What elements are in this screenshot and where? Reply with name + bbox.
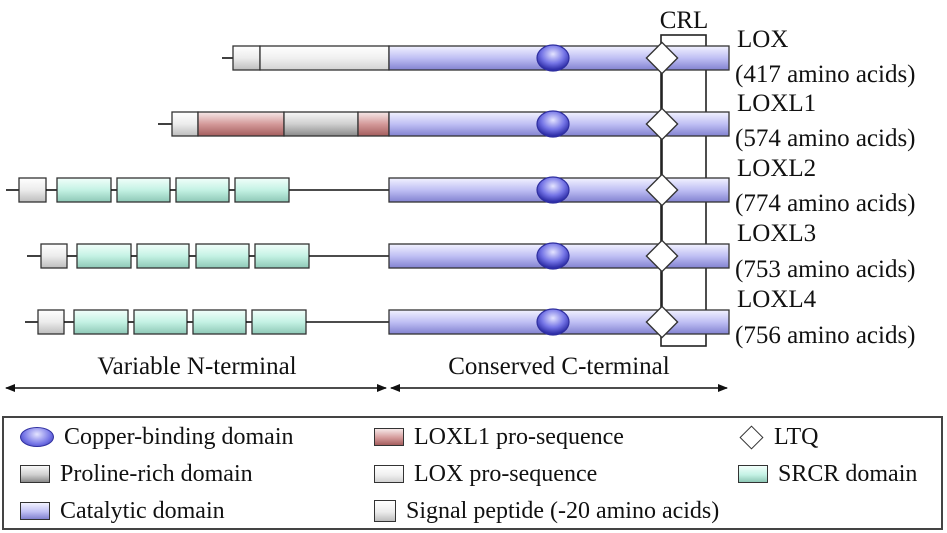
signal-peptide: [18, 177, 47, 203]
srcr-domain: [56, 177, 112, 203]
srcr-domain: [251, 309, 307, 335]
variable-n-terminal-label: Variable N-terminal: [97, 353, 296, 380]
legend-item-loxl1-pro: LOXL1 pro-sequence: [374, 423, 624, 451]
protein-name: LOXL3: [737, 220, 816, 247]
signal-peptide: [232, 45, 261, 71]
legend-item-proline: Proline-rich domain: [20, 460, 253, 488]
ltq-diamond: [645, 107, 679, 141]
ltq-diamond: [645, 173, 679, 207]
protein-length: (774 amino acids): [735, 190, 916, 217]
srcr-domain: [192, 309, 247, 335]
signal-peptide: [37, 309, 65, 335]
legend-item-copper: Copper-binding domain: [20, 423, 294, 451]
legend-label: SRCR domain: [778, 460, 918, 487]
crl-label: CRL: [660, 7, 709, 34]
srcr-domain: [136, 243, 190, 269]
srcr-domain-icon: [738, 465, 768, 483]
legend-item-lox-pro: LOX pro-sequence: [374, 460, 597, 488]
proline-rich-icon: [20, 465, 50, 483]
legend-label: LTQ: [774, 423, 819, 450]
ltq-diamond-icon: [739, 424, 764, 450]
legend-item-signal: Signal peptide (-20 amino acids): [374, 497, 719, 525]
legend-item-ltq: LTQ: [738, 423, 818, 451]
protein-length: (417 amino acids): [735, 61, 916, 88]
conserved-c-terminal-label: Conserved C-terminal: [448, 353, 670, 380]
legend-item-srcr: SRCR domain: [738, 460, 917, 488]
protein-row-loxl4: LOXL4 (756 amino acids): [25, 286, 916, 349]
legend-label: LOXL1 pro-sequence: [414, 423, 624, 450]
srcr-domain: [73, 309, 129, 335]
copper-binding-domain: [536, 308, 570, 336]
legend-label: Copper-binding domain: [64, 423, 294, 450]
lox-pro-sequence: [259, 45, 390, 71]
proline-rich-domain: [283, 111, 359, 137]
protein-name: LOX: [737, 26, 788, 53]
catalytic-domain-icon: [20, 502, 50, 520]
signal-peptide: [40, 243, 68, 269]
loxl1-pro-sequence: [357, 111, 390, 137]
loxl1-pro-sequence-icon: [374, 428, 404, 446]
protein-length: (756 amino acids): [735, 322, 916, 349]
protein-segments: [158, 111, 730, 137]
srcr-domain: [116, 177, 171, 203]
srcr-domain: [234, 177, 290, 203]
lox-pro-sequence-icon: [374, 465, 404, 483]
copper-binding-domain: [536, 176, 570, 204]
srcr-domain: [133, 309, 188, 335]
protein-segments: [25, 309, 730, 335]
copper-binding-icon: [20, 427, 54, 447]
srcr-domain: [254, 243, 310, 269]
protein-row-loxl2: LOXL2 (774 amino acids): [6, 155, 916, 217]
protein-length: (574 amino acids): [735, 125, 916, 152]
protein-length: (753 amino acids): [735, 256, 916, 283]
ltq-diamond: [645, 41, 679, 75]
signal-peptide: [171, 111, 199, 137]
ltq-diamond: [645, 239, 679, 273]
copper-binding-domain: [536, 44, 570, 72]
copper-binding-domain: [536, 242, 570, 270]
legend-label: Catalytic domain: [60, 497, 225, 524]
protein-row-lox: LOX (417 amino acids): [222, 26, 916, 88]
srcr-domain: [175, 177, 230, 203]
legend-label: Proline-rich domain: [60, 460, 253, 487]
legend-item-catalytic: Catalytic domain: [20, 497, 225, 525]
srcr-domain: [195, 243, 250, 269]
ltq-diamond: [645, 305, 679, 339]
protein-name: LOXL1: [737, 90, 816, 117]
protein-name: LOXL2: [737, 155, 816, 182]
legend: Copper-binding domain LOXL1 pro-sequence…: [2, 416, 943, 530]
legend-label: LOX pro-sequence: [414, 460, 598, 487]
protein-segments: [6, 177, 730, 203]
protein-name: LOXL4: [737, 286, 817, 313]
signal-peptide-icon: [374, 500, 396, 522]
srcr-domain: [76, 243, 132, 269]
protein-segments: [27, 243, 730, 269]
protein-row-loxl1: LOXL1 (574 amino acids): [158, 90, 916, 152]
legend-label: Signal peptide (-20 amino acids): [406, 497, 720, 524]
copper-binding-domain: [536, 110, 570, 138]
protein-row-loxl3: LOXL3 (753 amino acids): [27, 220, 916, 283]
loxl1-pro-sequence: [197, 111, 285, 137]
